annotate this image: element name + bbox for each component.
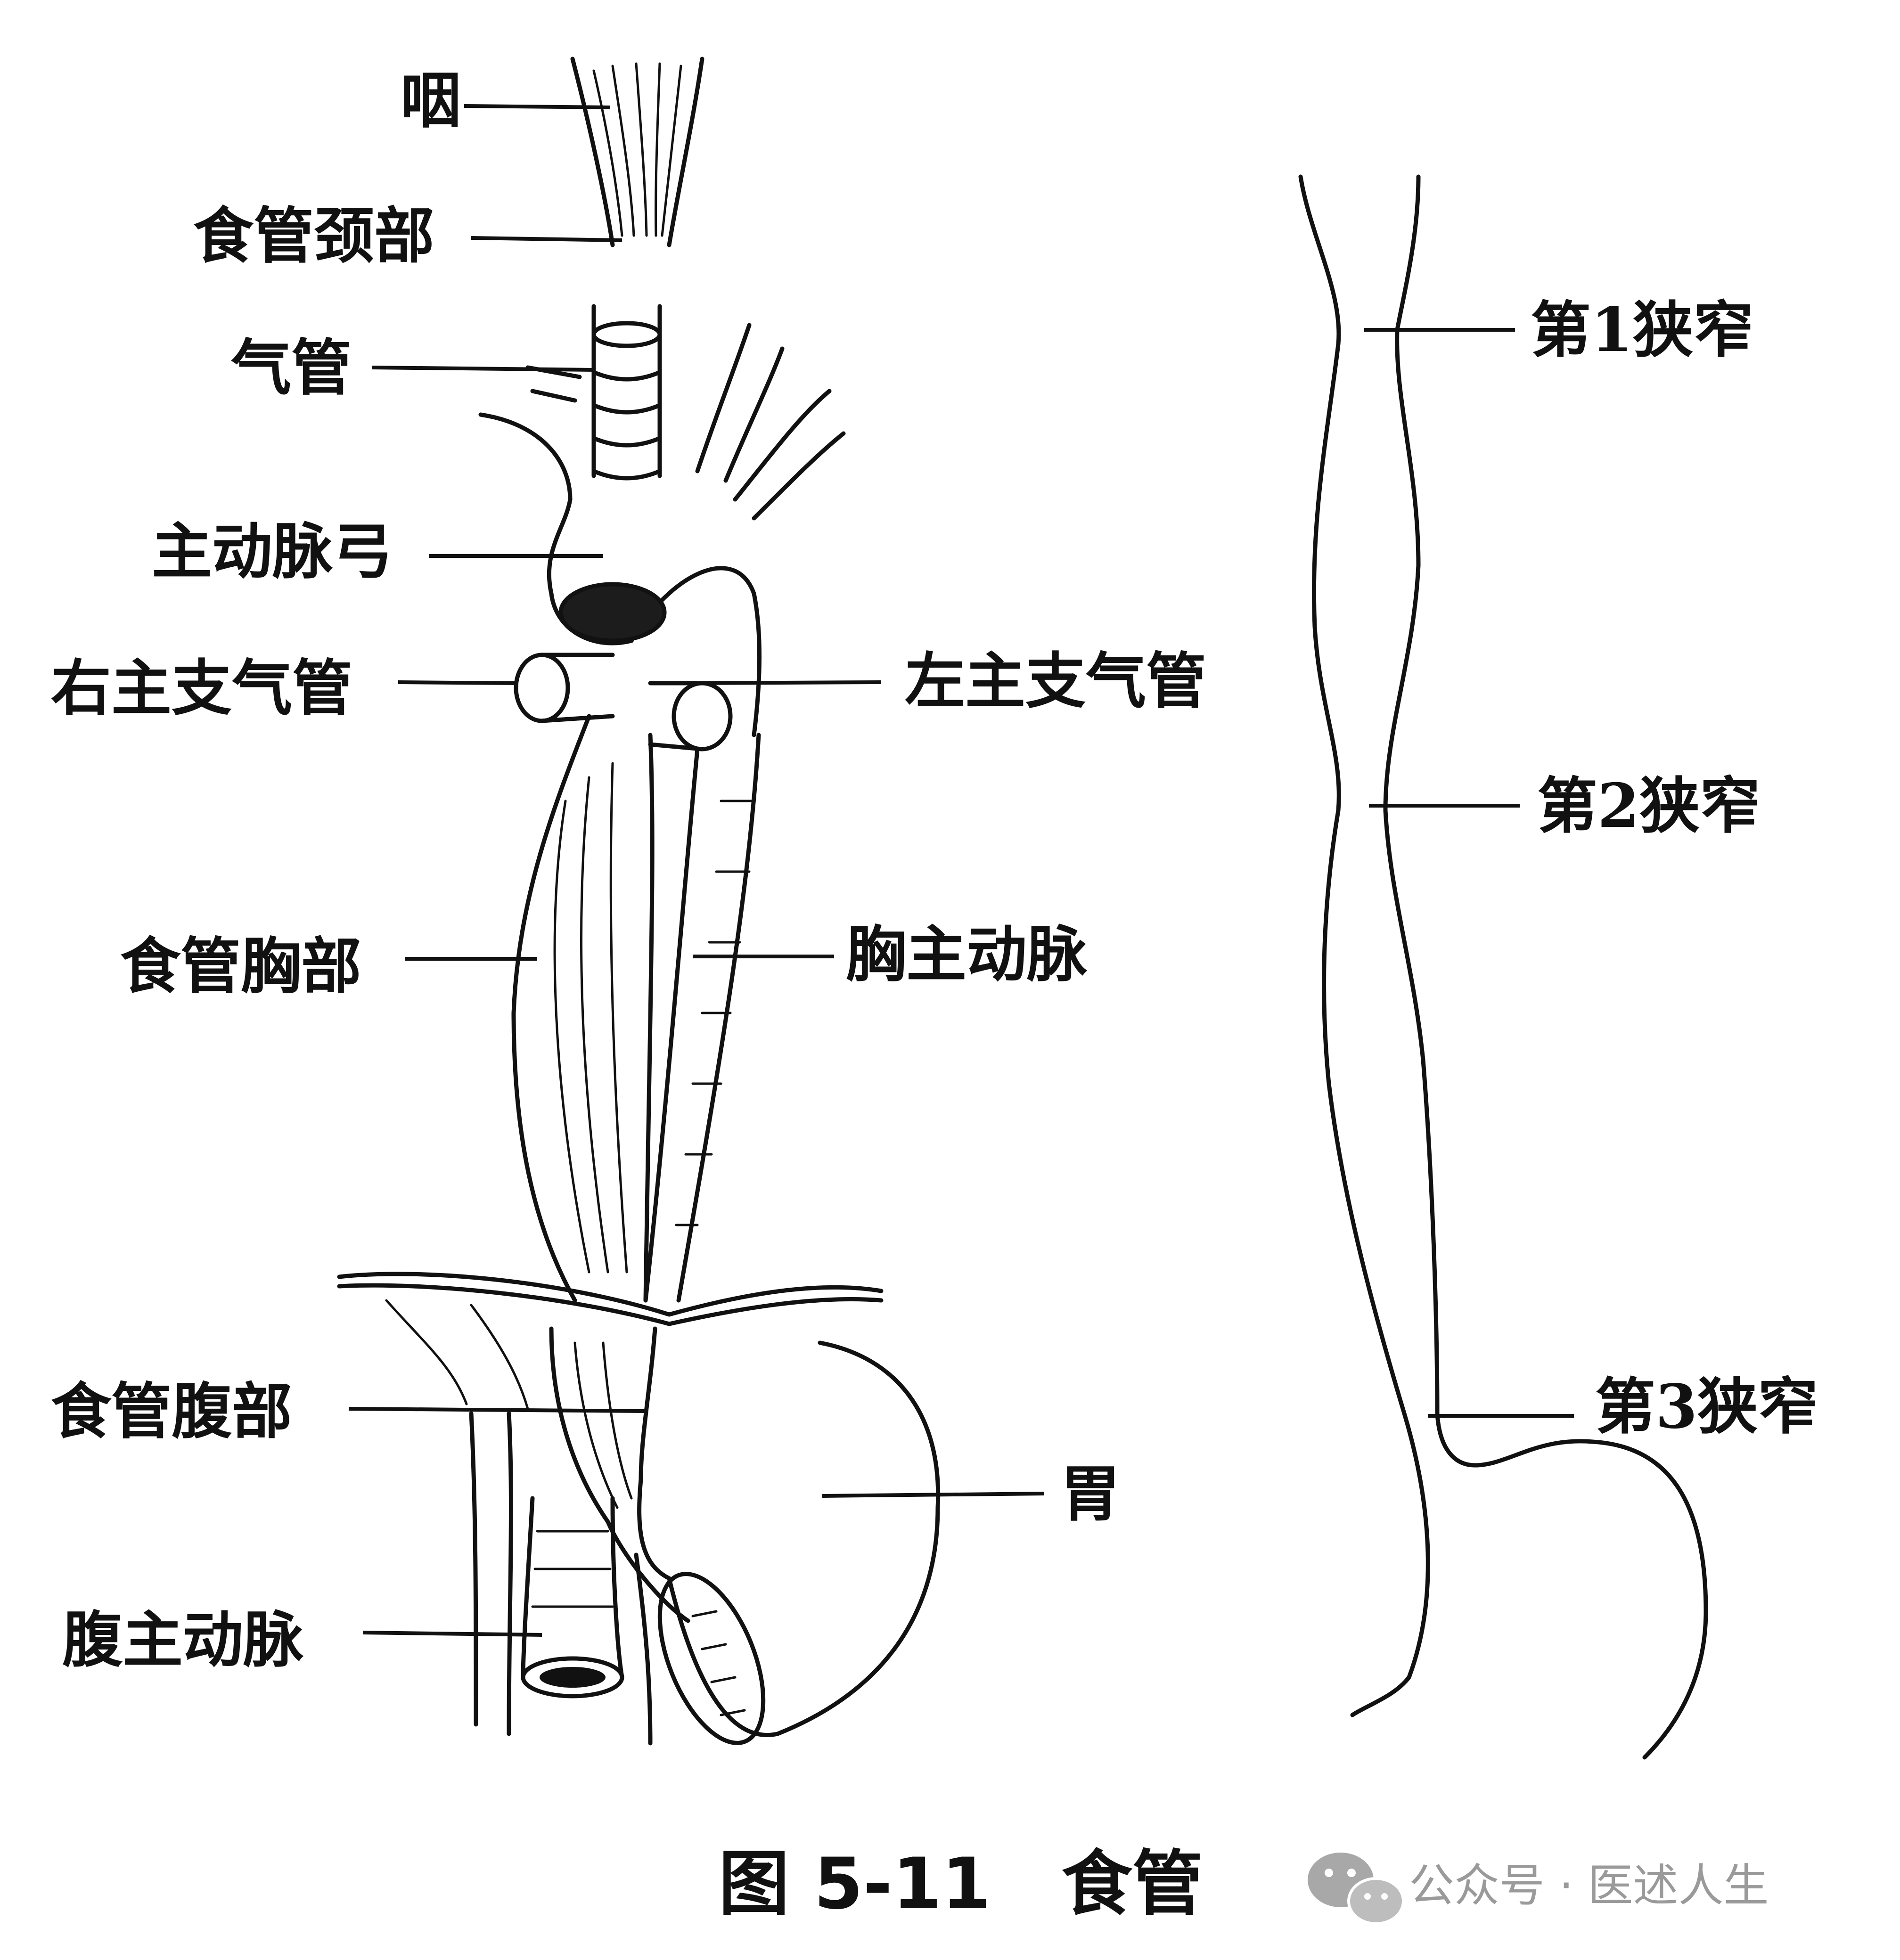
leader-pharynx [464, 104, 611, 109]
wechat-icon [1308, 1853, 1405, 1925]
label-thoracic-aorta: 胸主动脉 [846, 919, 1088, 990]
leader-abdominal-aorta [362, 1631, 542, 1637]
figure-caption: 图 5-11 食管 [719, 1843, 1203, 1925]
label-pharynx: 咽 [401, 65, 461, 136]
leader-left-main-bronchus [678, 680, 882, 685]
label-trachea: 气管 [231, 333, 352, 403]
label-abdominal-aorta: 腹主动脉 [62, 1605, 304, 1675]
abdominal-aorta-drawing [521, 1496, 624, 1699]
constriction-schematic: 第1狭窄 第2狭窄 第3狭窄 [1298, 174, 1818, 1760]
label-cervical-esophagus: 食管颈部 [193, 201, 434, 271]
pharynx-drawing [570, 57, 704, 247]
leader-abdominal-esophagus [348, 1407, 646, 1413]
label-thoracic-esophagus: 食管胸部 [120, 931, 361, 1002]
left-bronchus-drawing [648, 681, 733, 751]
thoracic-esophagus-drawing [511, 714, 655, 1303]
schematic-right-wall [1383, 174, 1708, 1760]
label-second-constriction: 第2狭窄 [1537, 771, 1760, 841]
right-bronchus-drawing [514, 653, 615, 723]
leader-trachea [372, 366, 594, 372]
label-right-main-bronchus: 右主支气管 [51, 653, 352, 724]
watermark: 公众号 · 医述人生 [1308, 1853, 1769, 1925]
label-first-constriction: 第1狭窄 [1531, 295, 1753, 366]
label-left-main-bronchus: 左主支气管 [905, 646, 1206, 717]
label-aortic-arch: 主动脉弓 [152, 516, 393, 587]
leader-cervical-esophagus [471, 236, 622, 242]
anatomy-illustration [337, 57, 941, 1746]
leader-right-main-bronchus [398, 680, 519, 685]
watermark-text: 公众号 · 医述人生 [1409, 1859, 1769, 1912]
label-stomach: 胃 [1060, 1459, 1121, 1529]
abdominal-esophagus-drawing [549, 1326, 657, 1524]
trachea-drawing [525, 304, 662, 481]
diaphragm-crura-drawing [469, 1411, 653, 1746]
label-abdominal-esophagus: 食管腹部 [51, 1376, 292, 1447]
stomach-drawing [606, 1340, 941, 1745]
schematic-left-wall [1298, 174, 1430, 1717]
label-third-constriction: 第3狭窄 [1595, 1372, 1818, 1442]
thoracic-aorta-drawing [643, 733, 761, 1303]
leader-stomach [822, 1492, 1044, 1498]
anatomy-labels: 咽 食管颈部 气管 主动脉弓 右主支气管 左主支气管 食管胸部 胸主动脉 食管腹… [51, 65, 1206, 1675]
great-vessels-drawing [695, 323, 846, 521]
diaphragm-drawing [337, 1272, 884, 1410]
